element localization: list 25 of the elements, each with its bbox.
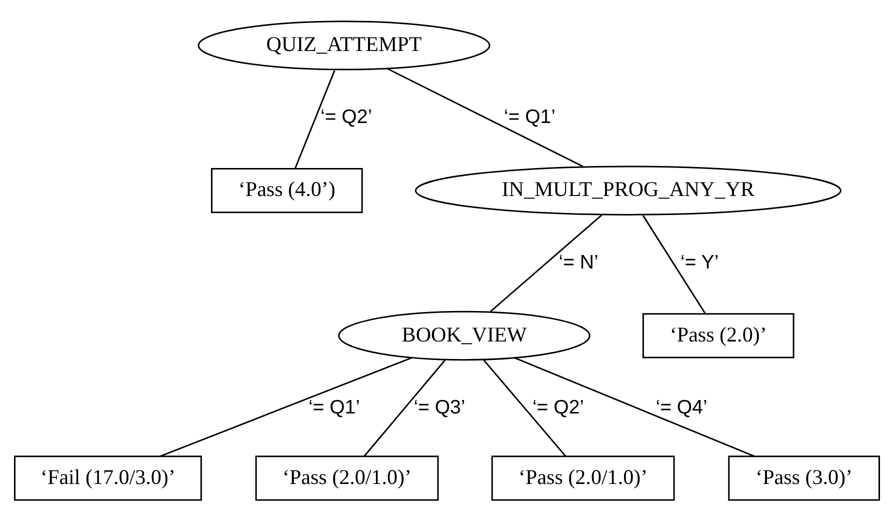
edge-label: ‘= Q2’ — [320, 106, 372, 128]
connector — [483, 360, 566, 457]
edge-label: ‘= Q1’ — [308, 396, 360, 418]
connector — [364, 360, 446, 457]
node-ellipse: QUIZ_ATTEMPT — [198, 20, 490, 70]
connector — [387, 68, 584, 168]
connector — [642, 215, 706, 314]
connector — [514, 357, 755, 458]
edge-label: ‘= N’ — [558, 251, 598, 274]
connector — [160, 357, 412, 457]
node-box: ‘Pass (4.0’) — [210, 168, 363, 214]
edge-label: ‘= Q3’ — [414, 396, 466, 418]
edge-label: ‘= Y’ — [680, 251, 719, 274]
edge-label: ‘= Q2’ — [532, 396, 584, 418]
edge-label: ‘= Q1’ — [504, 106, 556, 128]
node-box: ‘Pass (2.0/1.0)’ — [255, 456, 439, 501]
node-box: ‘Pass (2.0/1.0)’ — [491, 456, 675, 501]
node-box: ‘Pass (3.0)’ — [728, 456, 880, 501]
node-ellipse: BOOK_VIEW — [338, 310, 590, 361]
node-ellipse: IN_MULT_PROG_ANY_YR — [414, 166, 842, 216]
edge-label: ‘= Q4’ — [656, 396, 708, 418]
connector — [294, 70, 336, 169]
connector — [490, 214, 602, 312]
node-box: ‘Pass (2.0)’ — [642, 313, 794, 358]
node-box: ‘Fail (17.0/3.0)’ — [14, 456, 202, 501]
